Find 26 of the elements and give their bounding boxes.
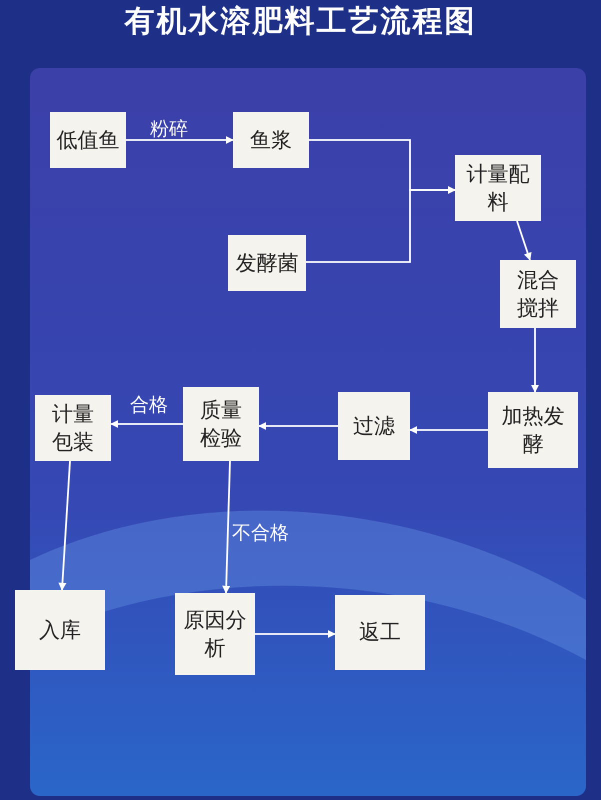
process-box: 质量检验 xyxy=(183,387,259,461)
arrow xyxy=(110,420,183,428)
process-box: 低值鱼 xyxy=(50,112,126,168)
edge-label: 粉碎 xyxy=(150,117,188,142)
process-box: 发酵菌 xyxy=(228,235,306,291)
arrow xyxy=(58,460,71,591)
arrow xyxy=(222,460,231,594)
process-box: 计量包装 xyxy=(35,395,111,461)
process-box: 入库 xyxy=(15,590,105,670)
arrow xyxy=(255,630,336,638)
edge-label: 合格 xyxy=(130,393,168,418)
arrow xyxy=(409,426,488,434)
process-box: 过滤 xyxy=(338,392,410,460)
edge-label: 不合格 xyxy=(232,521,289,546)
process-box: 加热发酵 xyxy=(488,392,578,468)
process-box: 鱼浆 xyxy=(233,112,309,168)
process-box: 计量配料 xyxy=(455,155,541,221)
process-box: 混合搅拌 xyxy=(500,260,576,328)
arrow xyxy=(531,328,539,393)
title: 有机水溶肥料工艺流程图 xyxy=(123,3,478,41)
process-box: 原因分析 xyxy=(175,593,255,675)
arrow xyxy=(126,136,234,144)
arrow xyxy=(306,186,456,263)
arrow xyxy=(258,422,338,430)
arrow xyxy=(516,220,532,261)
process-box: 返工 xyxy=(335,595,425,670)
